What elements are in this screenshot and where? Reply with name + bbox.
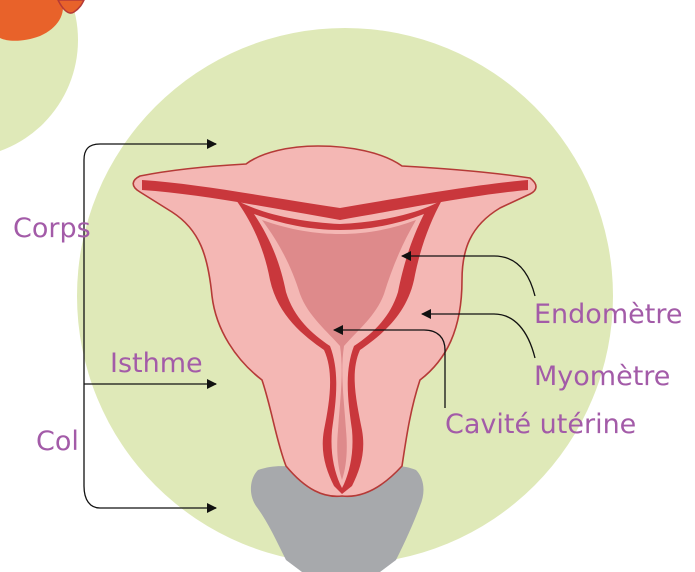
- label-myometre: Myomètre: [534, 361, 670, 392]
- label-isthme: Isthme: [110, 348, 203, 379]
- label-col: Col: [36, 426, 79, 457]
- label-endometre: Endomètre: [534, 299, 682, 330]
- label-corps: Corps: [13, 213, 91, 244]
- label-cavite: Cavité utérine: [445, 409, 636, 440]
